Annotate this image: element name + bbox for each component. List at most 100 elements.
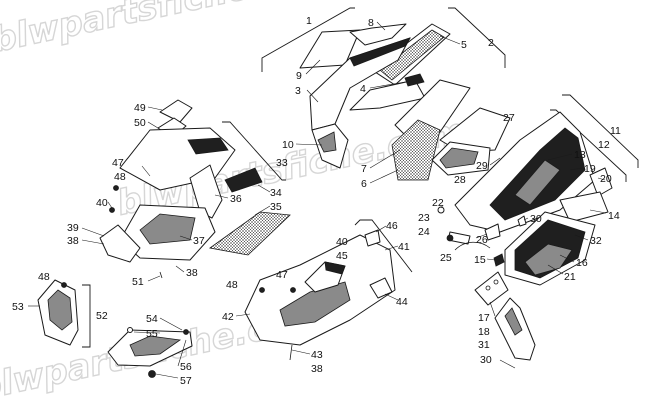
leader-50: [147, 121, 159, 129]
label-24: 24: [418, 226, 430, 238]
side-cover-53-shade: [47, 289, 73, 331]
dash-trim-34: [224, 167, 263, 193]
bracket-2: [448, 7, 506, 68]
label-14: 14: [608, 210, 620, 222]
leader-56: [177, 339, 187, 367]
label-28: 28: [454, 174, 466, 186]
label-32: 32: [590, 235, 602, 247]
leader-20: [597, 177, 606, 181]
leader-21: [547, 264, 564, 275]
leader-40a: [107, 201, 113, 209]
bracket-11: [562, 94, 639, 168]
label-57: 57: [180, 375, 192, 387]
leader-7: [369, 149, 401, 169]
screw-48b: [259, 287, 265, 293]
leader-57: [155, 373, 179, 379]
cover-54-shade: [129, 335, 182, 357]
label-10: 10: [282, 139, 294, 151]
connector-24: [446, 234, 454, 242]
leader-32: [574, 234, 589, 241]
bracket-41: [354, 219, 413, 273]
label-33: 33: [276, 157, 288, 169]
leader-51: [147, 275, 161, 282]
leader-22: [440, 204, 444, 209]
leader-15: [486, 258, 496, 261]
watermark-top: blwpartsfiche.com: [0, 0, 343, 61]
label-50: 50: [134, 117, 146, 129]
plate-hole-1: [485, 285, 491, 291]
label-38c: 38: [311, 363, 323, 375]
rod-51: [159, 271, 163, 279]
label-19: 19: [584, 163, 596, 175]
label-49: 49: [134, 102, 146, 114]
leader-43: [291, 349, 311, 355]
label-16: 16: [576, 257, 588, 269]
label-3: 3: [295, 85, 301, 97]
cover-44: [369, 277, 393, 299]
leader-36: [214, 194, 229, 199]
leader-17: [489, 301, 496, 317]
part-hardware-middle: [437, 206, 527, 267]
label-39: 39: [67, 222, 79, 234]
bolt-30a: [517, 215, 527, 227]
leader-29: [489, 157, 501, 166]
cover-28-shade: [439, 147, 479, 169]
label-22: 22: [432, 197, 444, 209]
label-12: 12: [598, 139, 610, 151]
label-5: 5: [461, 39, 467, 51]
leader-46: [375, 225, 387, 233]
label-17: 17: [478, 312, 490, 324]
bracket-plate-17: [474, 271, 509, 306]
bracket-piece-4: [349, 79, 426, 111]
leader-8: [376, 21, 386, 31]
label-13: 13: [574, 149, 586, 161]
leader-47a: [141, 165, 151, 177]
label-18: 18: [478, 326, 490, 338]
label-26: 26: [476, 234, 488, 246]
label-41: 41: [398, 241, 410, 253]
label-34: 34: [270, 187, 282, 199]
mesh-panel-35: [209, 211, 291, 256]
leader-55: [133, 331, 161, 334]
label-25: 25: [440, 252, 452, 264]
side-trim-31-shade: [504, 307, 523, 336]
part-labels: 1 2 3 4 5 6 7 8 9 10 11 12 13 14 15 16 1…: [12, 15, 621, 387]
bracket-33: [222, 121, 286, 181]
label-4: 4: [360, 83, 366, 95]
part-windshield-panel: [299, 23, 451, 169]
screw-48a: [113, 185, 119, 191]
clip-46: [364, 229, 381, 247]
label-29: 29: [476, 160, 488, 172]
gauge-bezel-49: [159, 99, 193, 123]
leader-38a: [81, 239, 105, 245]
label-2: 2: [488, 37, 494, 49]
screw-47b: [290, 287, 296, 293]
leader-13: [547, 153, 573, 161]
label-1: 1: [306, 15, 312, 27]
label-15: 15: [474, 254, 486, 266]
leader-34: [257, 184, 271, 193]
side-panel-39: [99, 224, 141, 263]
label-45: 45: [336, 250, 348, 262]
label-51: 51: [132, 276, 144, 288]
label-35: 35: [270, 201, 282, 213]
panel-45: [324, 261, 346, 275]
bracket-12: [550, 109, 627, 182]
harness-25: [454, 241, 491, 251]
label-53: 53: [12, 301, 24, 313]
label-52: 52: [96, 310, 108, 322]
hood-decal-stripe: [514, 159, 561, 206]
grommet-55: [127, 327, 133, 333]
label-8: 8: [368, 17, 374, 29]
label-43: 43: [311, 349, 323, 361]
label-38b: 38: [186, 267, 198, 279]
part-side-panels: [391, 79, 511, 181]
belly-pan-42-shade: [279, 281, 351, 327]
label-9: 9: [296, 70, 302, 82]
label-7: 7: [361, 163, 367, 175]
part-bottom-middle: [107, 327, 193, 378]
clip-26: [484, 223, 501, 241]
nut-56: [183, 329, 189, 335]
label-48c: 48: [38, 271, 50, 283]
